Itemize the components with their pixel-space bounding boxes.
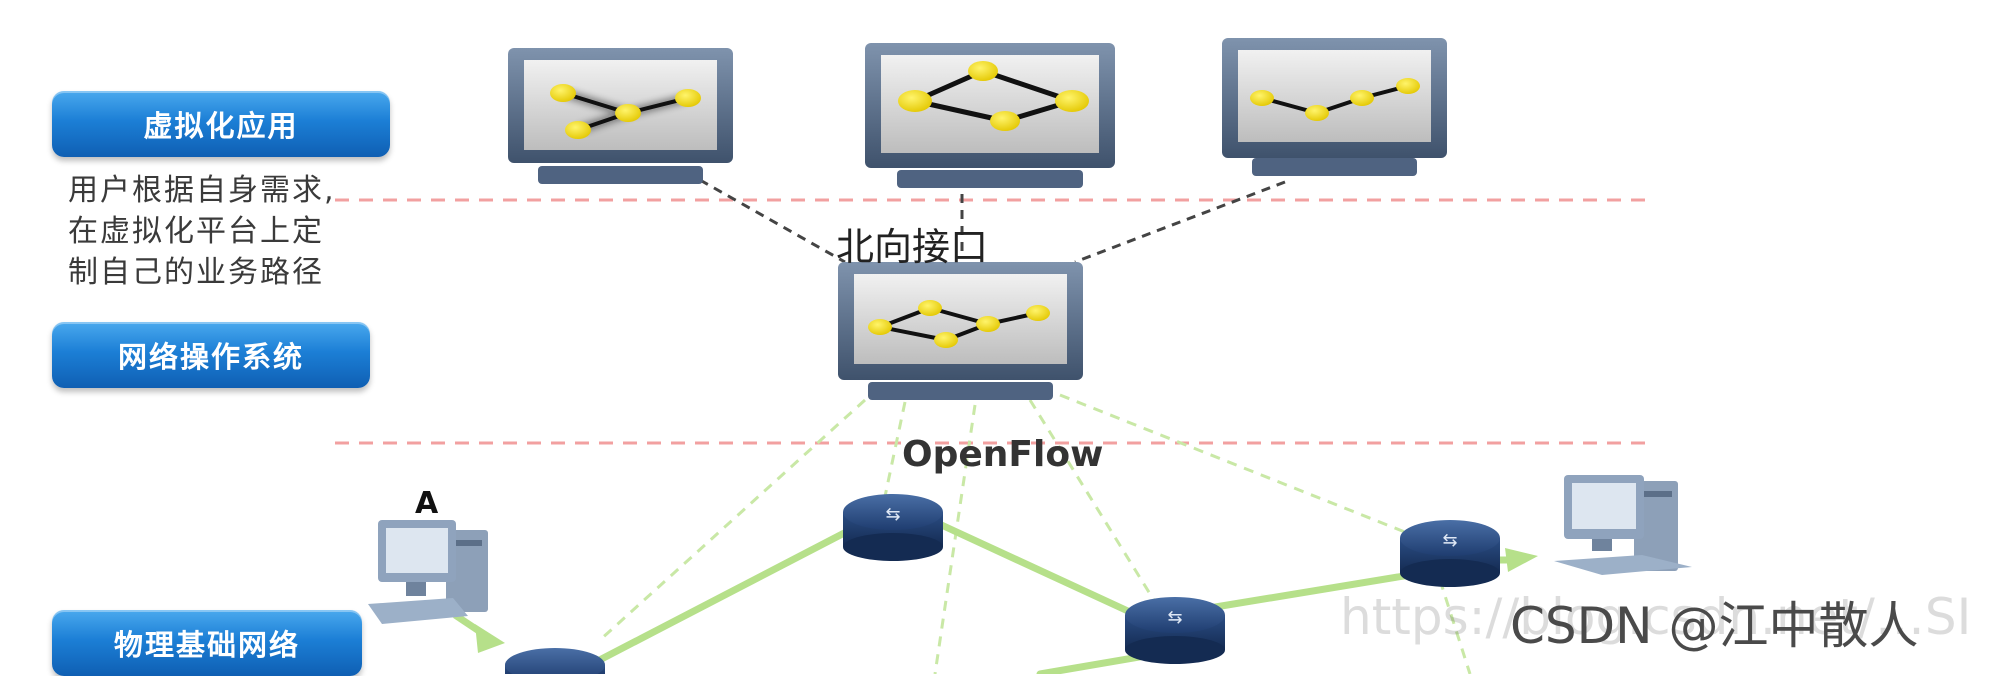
- layer-label-physical-network: 物理基础网络: [52, 610, 362, 676]
- openflow-label: OpenFlow: [902, 434, 1104, 475]
- host-a-label: A: [415, 486, 439, 521]
- description-line-3: 制自己的业务路径: [68, 255, 324, 290]
- watermark-url: https://blog.csdn.net/…SI: [1340, 588, 1972, 646]
- router-middle-right: ⇆: [1125, 597, 1225, 664]
- host-a-computer: [368, 520, 488, 624]
- host-b-computer: [1554, 475, 1692, 575]
- link-arrow-right: [1505, 548, 1538, 572]
- virtual-app-monitor-3: [1222, 38, 1447, 176]
- virtual-app-description: 用户根据自身需求, 在虚拟化平台上定 制自己的业务路径: [68, 170, 336, 293]
- description-line-1: 用户根据自身需求,: [68, 173, 336, 208]
- router-right: ⇆: [1400, 520, 1500, 587]
- virtual-app-monitor-1: [508, 48, 733, 184]
- physical-links: [586, 518, 1414, 674]
- watermark-csdn: CSDN @江中散人: [1510, 597, 1919, 655]
- openflow-control-links: [598, 393, 1472, 674]
- northbound-interface-label: 北向接口: [836, 225, 989, 269]
- router-top-center: ⇆: [843, 494, 943, 561]
- layer-label-virtual-app: 虚拟化应用: [52, 91, 390, 157]
- svg-text:⇆: ⇆: [1442, 530, 1457, 551]
- northbound-link-left: [699, 178, 846, 264]
- northbound-link-right: [1074, 180, 1286, 264]
- svg-text:⇆: ⇆: [885, 504, 900, 525]
- router-bottom-left: [505, 648, 605, 674]
- network-os-controller-monitor: [838, 262, 1083, 400]
- layer-label-network-os: 网络操作系统: [52, 322, 370, 388]
- svg-text:⇆: ⇆: [1167, 607, 1182, 628]
- virtual-app-monitor-2: [865, 43, 1115, 188]
- description-line-2: 在虚拟化平台上定: [68, 214, 324, 249]
